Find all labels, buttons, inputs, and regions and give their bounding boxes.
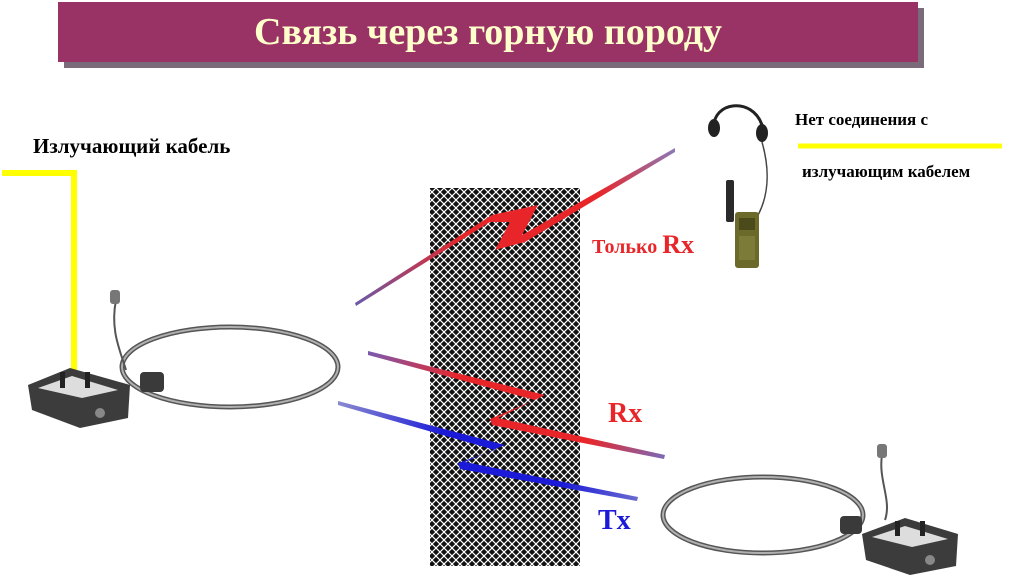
radiating-cable-line — [2, 170, 77, 372]
radio-base-unit-icon — [28, 368, 130, 428]
radiating-cable-label: Излучающий кабель — [33, 134, 231, 158]
signal-bolt-rx-only — [355, 148, 675, 306]
title-banner: Связь через горную породу — [58, 2, 918, 62]
rx-only-label: Только Rx — [592, 230, 694, 260]
rx-label: Rx — [608, 398, 643, 429]
handheld-radio-icon — [726, 180, 759, 268]
radio-base-unit-icon-right — [862, 518, 958, 575]
no-connection-label-line1: Нет соединения с — [795, 110, 929, 129]
rx-only-prefix: Только — [592, 236, 663, 258]
tx-label: Tx — [598, 505, 631, 536]
loop-antenna-icon — [110, 290, 341, 410]
signal-bolt-tx — [338, 401, 638, 501]
no-connection-label-line2: излучающим кабелем — [802, 162, 971, 181]
signal-bolt-rx — [368, 351, 665, 459]
page-title: Связь через горную породу — [254, 11, 722, 53]
headset-icon — [708, 104, 768, 226]
loop-antenna-icon-right — [660, 444, 888, 556]
rx-only-suffix: Rx — [662, 230, 695, 259]
